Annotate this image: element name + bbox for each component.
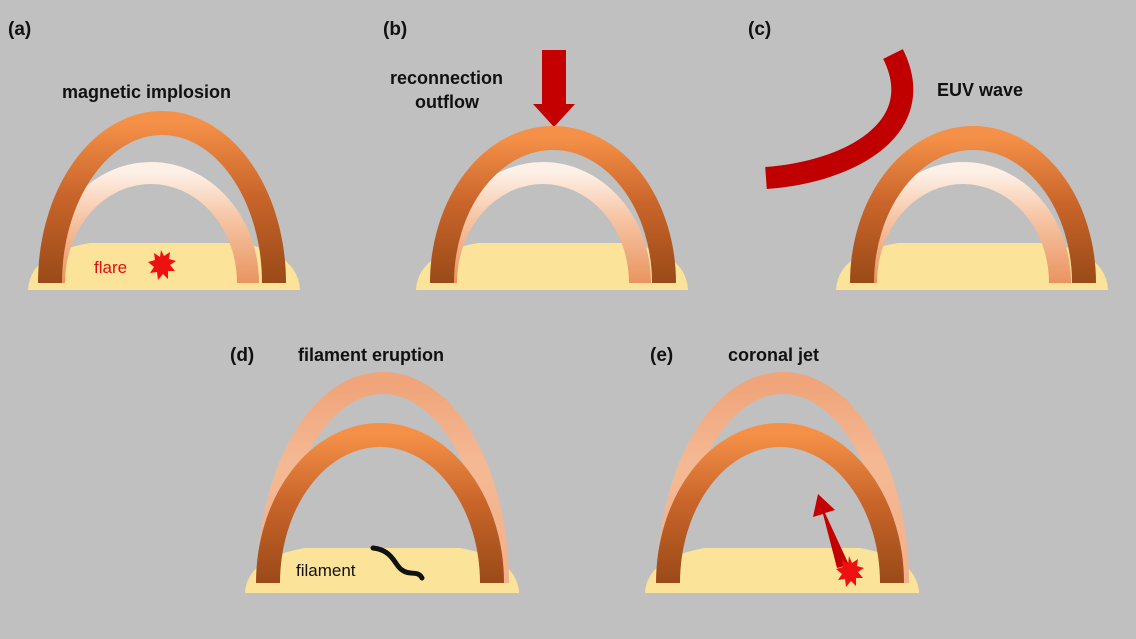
panel-e: (e) coronal jet	[645, 345, 919, 593]
panel-caption-e: coronal jet	[728, 345, 819, 365]
flare-burst-icon	[148, 250, 176, 280]
downward-outflow-arrow-icon	[533, 50, 575, 127]
panel-c: (c) EUV wave	[748, 19, 1108, 290]
panel-label-d: (d)	[230, 345, 254, 366]
panel-label-c: (c)	[748, 19, 771, 40]
photosphere-surface	[416, 243, 688, 290]
panel-d: (d) filament eruption filament	[230, 345, 519, 593]
panel-label-b: (b)	[383, 19, 407, 40]
coronal-loop	[38, 111, 286, 284]
photosphere-surface	[836, 243, 1108, 290]
panel-label-e: (e)	[650, 345, 673, 366]
flare-label: flare	[94, 258, 127, 277]
photosphere-surface	[245, 548, 519, 593]
panel-label-a: (a)	[8, 19, 31, 40]
filament-strand	[370, 545, 425, 581]
panel-caption-a: magnetic implosion	[62, 82, 231, 102]
coronal-loop	[656, 423, 904, 584]
panel-a: (a) magnetic implosion flare	[8, 19, 300, 290]
filament-label: filament	[296, 561, 356, 580]
euv-wave-front	[765, 49, 914, 189]
jet-arrow-icon	[813, 494, 849, 568]
coronal-loop	[430, 126, 676, 284]
jet-base-flare-icon	[836, 556, 864, 587]
panel-caption-b-line2: outflow	[415, 92, 480, 112]
photosphere-surface	[645, 548, 919, 593]
panel-caption-b-line1: reconnection	[390, 68, 503, 88]
coronal-loop	[256, 423, 504, 584]
panel-b: (b) reconnection outflow	[383, 19, 688, 290]
panel-caption-d: filament eruption	[298, 345, 444, 365]
coronal-loop	[850, 126, 1096, 284]
panel-caption-c: EUV wave	[937, 80, 1023, 100]
